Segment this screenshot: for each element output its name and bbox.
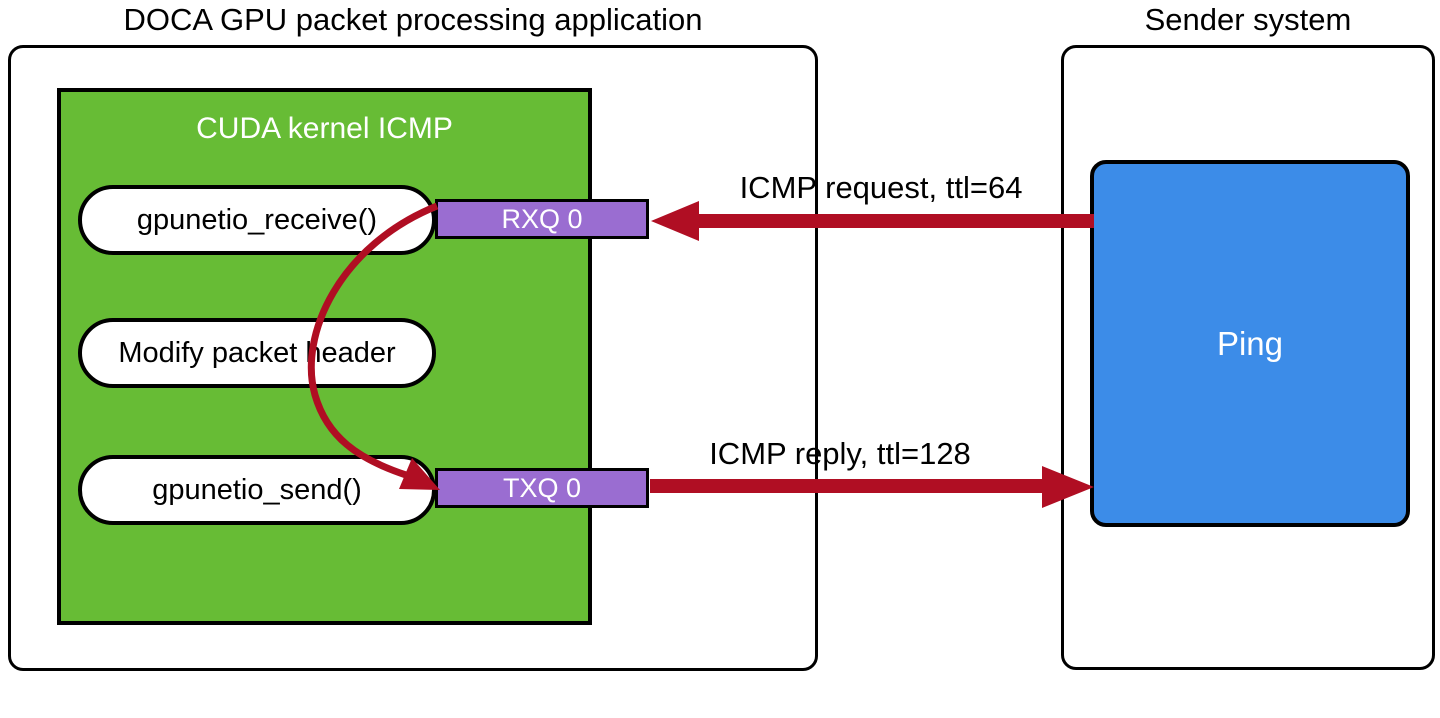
- step-gpunetio-receive: gpunetio_receive(): [78, 185, 436, 255]
- icmp-request-label: ICMP request, ttl=64: [739, 170, 1023, 205]
- doca-app-title: DOCA GPU packet processing application: [123, 2, 703, 37]
- icmp-reply-label: ICMP reply, ttl=128: [709, 436, 971, 471]
- step-gpunetio-send: gpunetio_send(): [78, 455, 436, 525]
- txq0-box: TXQ 0: [435, 468, 649, 508]
- step-modify-packet-header: Modify packet header: [78, 318, 436, 388]
- cuda-kernel-title: CUDA kernel ICMP: [196, 112, 453, 145]
- sender-system-title: Sender system: [1144, 2, 1352, 37]
- ping-node: Ping: [1090, 160, 1410, 527]
- rxq0-box: RXQ 0: [435, 199, 649, 239]
